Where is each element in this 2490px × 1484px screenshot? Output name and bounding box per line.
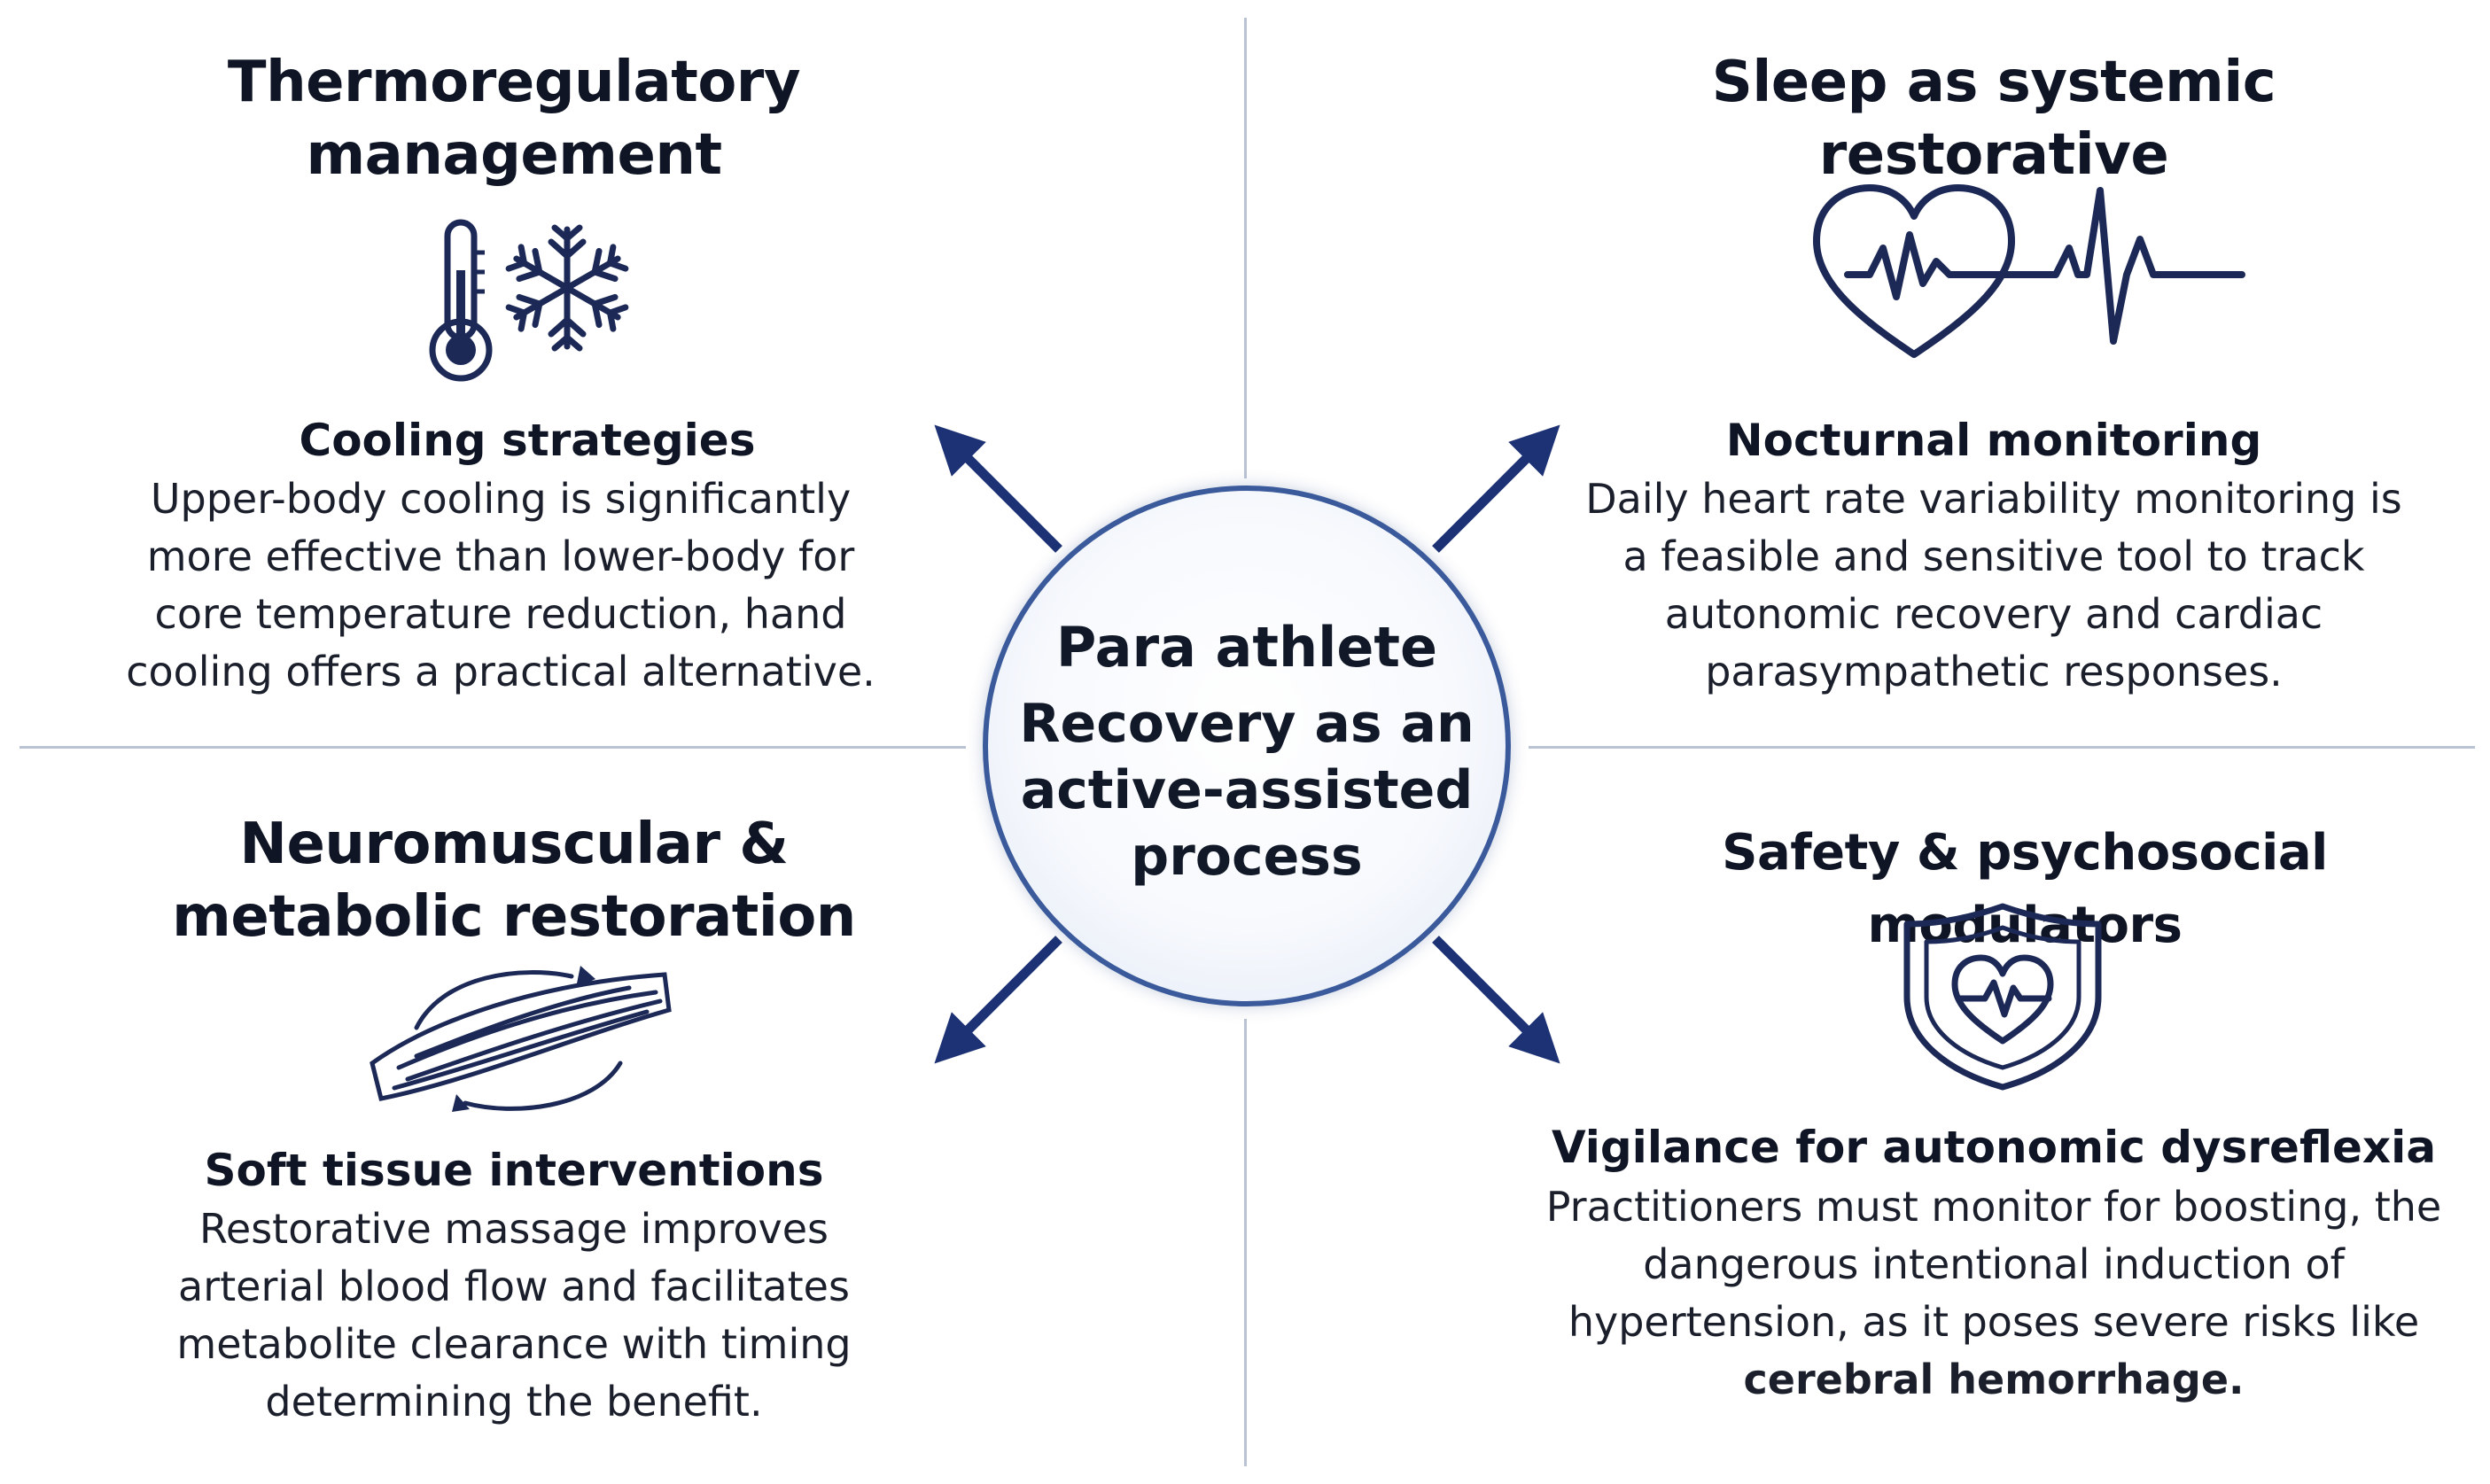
vigilance-body-text: Practitioners must monitor for boosting,… [1545,1183,2442,1346]
sleep-title: Sleep as systemic restorative [1711,50,2276,188]
shield-heart-icon [1903,903,2102,1091]
center-line2: Recovery as an active-assisted process [1019,693,1475,888]
arrow-bottom-left [934,936,1062,1064]
neuromuscular-title: Neuromuscular & metabolic restoration [172,812,856,950]
nocturnal-monitoring-body: Daily heart rate variability monitoring … [1585,475,2402,695]
cooling-strategies-subtitle: Cooling strategies [299,415,756,466]
thermometer-icon [429,219,493,382]
vertical-divider-bottom [1244,1019,1247,1466]
heart-pulse-icon [1813,184,2245,358]
horizontal-divider-left [19,746,966,749]
vigilance-body: Practitioners must monitor for boosting,… [1524,1178,2463,1409]
vigilance-subtitle: Vigilance for autonomic dysreflexia [1551,1122,2437,1173]
muscle-fiber-icon [370,966,672,1112]
soft-tissue-subtitle: Soft tissue interventions [204,1145,824,1196]
nocturnal-monitoring-subtitle: Nocturnal monitoring [1725,415,2262,466]
soft-tissue-body: Restorative massage improves arterial bl… [176,1205,852,1426]
thermoregulatory-title: Thermoregulatory management [227,50,801,188]
center-circle [983,486,1511,1006]
center-line1: Para athlete [1055,615,1438,680]
arrow-bottom-right [1432,936,1560,1064]
arrow-top-left [934,424,1062,553]
vertical-divider-top [1244,18,1247,478]
snowflake-icon [501,224,634,354]
arrow-top-right [1432,424,1560,553]
horizontal-divider-right [1529,746,2475,749]
vigilance-body-emphasis: cerebral hemorrhage. [1743,1356,2245,1403]
cooling-strategies-body: Upper-body cooling is significantly more… [126,475,875,695]
